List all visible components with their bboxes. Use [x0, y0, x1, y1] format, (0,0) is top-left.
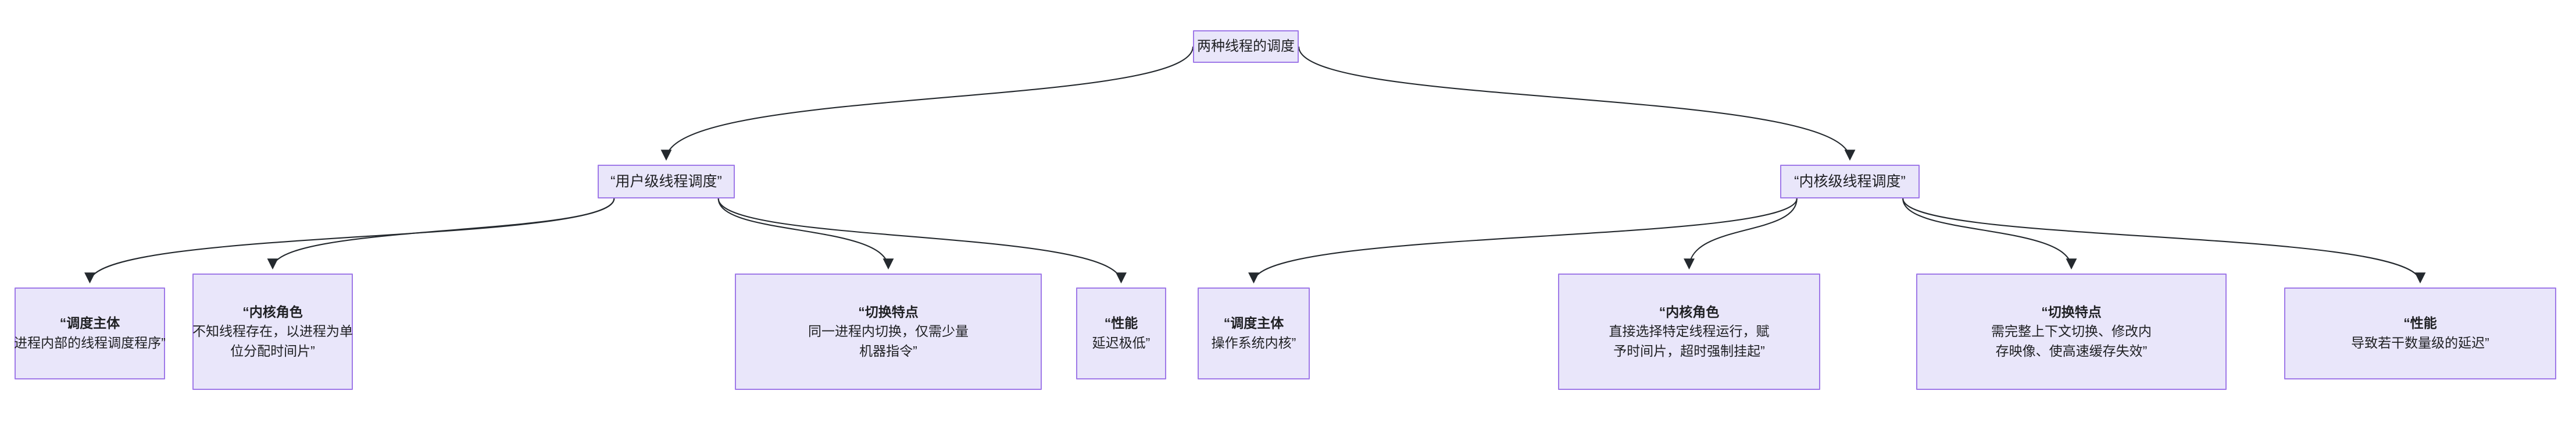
- node-user-subject-line-0: “调度主体: [59, 315, 120, 331]
- node-kernel-role-line-0: “内核角色: [1659, 304, 1720, 320]
- node-kernel-role-line-1: 直接选择特定线程运行，赋: [1609, 324, 1770, 339]
- node-kernel-role-line-2: 予时间片，超时强制挂起”: [1613, 343, 1765, 358]
- node-user-subject[interactable]: “调度主体进程内部的线程调度程序”: [14, 287, 166, 379]
- edge-kernel-level-to-kernel-perf: [1902, 198, 2426, 284]
- edge-root-to-kernel-level: [1298, 46, 1856, 161]
- node-user-kernel-role-line-0: “内核角色: [242, 304, 303, 320]
- edge-user-level-to-user-subject: [84, 198, 615, 284]
- node-user-switch[interactable]: “切换特点同一进程内切换，仅需少量机器指令”: [735, 274, 1042, 390]
- node-user-switch-line-0: “切换特点: [858, 304, 919, 320]
- edge-user-level-to-user-perf: [717, 198, 1127, 284]
- node-kernel-switch-line-0: “切换特点: [2041, 304, 2102, 320]
- node-user-level-line-0: “用户级线程调度”: [610, 173, 722, 190]
- node-kernel-subject-line-0: “调度主体: [1223, 315, 1284, 331]
- node-user-subject-line-1: 进程内部的线程调度程序”: [14, 335, 166, 350]
- node-kernel-perf[interactable]: “性能导致若干数量级的延迟”: [2284, 287, 2556, 379]
- edge-user-level-to-user-kernel-role: [267, 198, 615, 270]
- edge-root-to-user-level: [660, 46, 1194, 161]
- edge-kernel-level-to-kernel-subject: [1248, 198, 1798, 284]
- node-kernel-role[interactable]: “内核角色直接选择特定线程运行，赋予时间片，超时强制挂起”: [1558, 274, 1820, 390]
- node-user-perf-line-1: 延迟极低”: [1092, 335, 1151, 350]
- node-user-kernel-role-line-1: 不知线程存在，以进程为单: [192, 324, 353, 339]
- node-user-level[interactable]: “用户级线程调度”: [598, 165, 735, 198]
- node-kernel-perf-line-0: “性能: [2403, 315, 2437, 331]
- node-kernel-subject[interactable]: “调度主体操作系统内核”: [1198, 287, 1310, 379]
- node-kernel-switch[interactable]: “切换特点需完整上下文切换、修改内存映像、使高速缓存失效”: [1916, 274, 2227, 390]
- node-user-switch-line-2: 机器指令”: [859, 343, 917, 358]
- node-kernel-switch-line-2: 存映像、使高速缓存失效”: [1995, 343, 2148, 358]
- node-kernel-level[interactable]: “内核级线程调度”: [1780, 165, 1920, 198]
- edge-kernel-level-to-kernel-role: [1684, 198, 1798, 270]
- node-root[interactable]: 两种线程的调度: [1193, 30, 1299, 63]
- edge-kernel-level-to-kernel-switch: [1902, 198, 2077, 270]
- node-user-kernel-role[interactable]: “内核角色不知线程存在，以进程为单位分配时间片”: [192, 274, 353, 390]
- node-root-line-0: 两种线程的调度: [1197, 38, 1295, 55]
- edges-group: [84, 46, 2426, 284]
- node-kernel-perf-line-1: 导致若干数量级的延迟”: [2351, 335, 2489, 350]
- node-user-perf-line-0: “性能: [1104, 315, 1138, 331]
- edge-user-level-to-user-switch: [717, 198, 894, 270]
- node-kernel-subject-line-1: 操作系统内核”: [1211, 335, 1296, 350]
- node-kernel-level-line-0: “内核级线程调度”: [1794, 173, 1906, 190]
- node-kernel-switch-line-1: 需完整上下文切换、修改内: [1991, 324, 2152, 339]
- node-user-switch-line-1: 同一进程内切换，仅需少量: [808, 324, 969, 339]
- node-user-perf[interactable]: “性能延迟极低”: [1076, 287, 1166, 379]
- node-user-kernel-role-line-2: 位分配时间片”: [230, 343, 315, 358]
